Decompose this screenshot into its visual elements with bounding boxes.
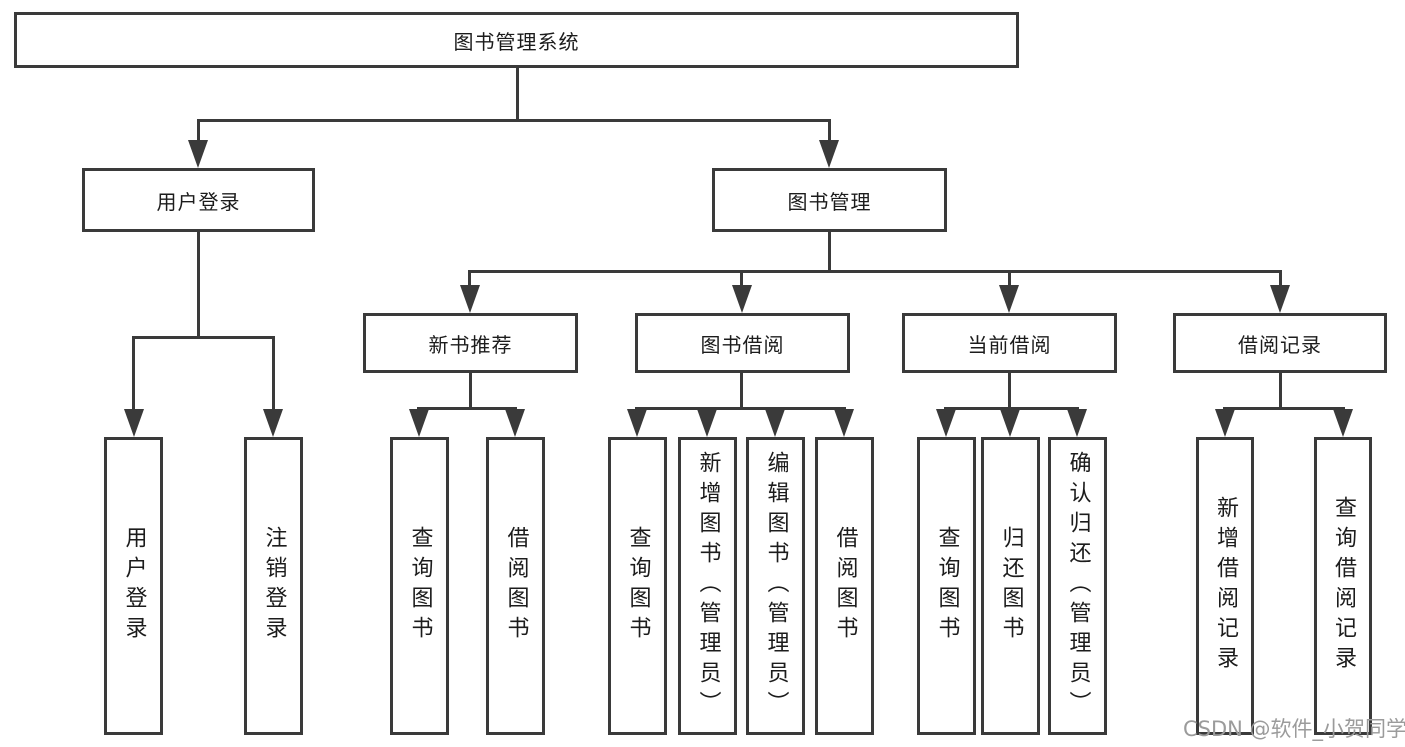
leaf-label: 借阅图书 [503,526,529,646]
leaf-edit-books-admin: 编辑图书（管理员） [746,437,805,735]
connector-drop-new-book [468,270,471,288]
arrowhead-down-icon [124,409,144,437]
node-user-login: 用户登录 [82,168,315,232]
node-label: 图书管理 [787,189,872,214]
arrowhead-down-icon [819,140,839,168]
node-current-borrowing: 当前借阅 [902,313,1117,373]
leaf-query-books: 查询图书 [390,437,449,735]
arrowhead-down-icon [936,409,956,437]
node-label: 用户登录 [156,189,241,214]
arrowhead-down-icon [1000,409,1020,437]
leaf-label: 确认归还（管理员） [1065,451,1091,721]
connector-drop-borrow-records [1279,270,1282,288]
arrowhead-down-icon [460,285,480,313]
connector-drop-current-borrow [1008,270,1011,288]
leaf-query-books: 查询图书 [608,437,667,735]
arrowhead-down-icon [505,409,525,437]
node-borrowing-records: 借阅记录 [1173,313,1387,373]
leaf-add-borrow-record: 新增借阅记录 [1196,437,1254,735]
arrowhead-down-icon [188,140,208,168]
arrowhead-down-icon [999,285,1019,313]
connector-drop-user-login [197,119,200,143]
node-book-management: 图书管理 [712,168,947,232]
connector-bookborrow-bar [635,407,846,410]
connector-currentborrow-trunk [1008,371,1011,410]
connector-root-trunk [516,65,519,121]
leaf-user-login: 用户登录 [104,437,163,735]
leaf-return-books: 归还图书 [981,437,1040,735]
connector-records-trunk [1279,371,1282,410]
leaf-confirm-return-admin: 确认归还（管理员） [1048,437,1107,735]
node-label: 新书推荐 [428,332,513,357]
node-label: 当前借阅 [967,332,1052,357]
node-book-management-system: 图书管理系统 [14,12,1019,68]
arrowhead-down-icon [732,285,752,313]
connector-drop-book-management [828,119,831,143]
csdn-watermark: CSDN @软件_小贺同学 [1183,717,1405,741]
arrowhead-down-icon [697,409,717,437]
node-label: 图书借阅 [700,332,785,357]
connector-userlogin-trunk [197,230,200,339]
leaf-label: 归还图书 [998,526,1024,646]
arrowhead-down-icon [263,409,283,437]
connector-drop-book-borrow [740,270,743,288]
connector-newbook-trunk [469,371,472,410]
leaf-borrow-books: 借阅图书 [815,437,874,735]
connector-drop-login-leaf [132,336,135,412]
leaf-label: 用户登录 [121,526,147,646]
arrowhead-down-icon [834,409,854,437]
node-label: 借阅记录 [1238,332,1322,357]
arrowhead-down-icon [409,409,429,437]
leaf-query-books: 查询图书 [917,437,976,735]
connector-records-bar [1223,407,1345,410]
leaf-label: 新增图书（管理员） [695,451,721,721]
leaf-logout: 注销登录 [244,437,303,735]
connector-drop-logout-leaf [272,336,275,412]
connector-bookborrow-trunk [740,371,743,410]
arrowhead-down-icon [627,409,647,437]
leaf-label: 编辑图书（管理员） [763,451,789,721]
leaf-label: 查询图书 [934,526,960,646]
connector-bookmgmt-trunk [828,230,831,273]
node-label: 图书管理系统 [453,29,580,54]
leaf-borrow-books: 借阅图书 [486,437,545,735]
node-book-borrowing: 图书借阅 [635,313,850,373]
connector-level3-bar [468,270,1282,273]
leaf-label: 注销登录 [261,526,287,646]
arrowhead-down-icon [1215,409,1235,437]
leaf-add-books-admin: 新增图书（管理员） [678,437,737,735]
leaf-label: 新增借阅记录 [1213,496,1238,676]
arrowhead-down-icon [765,409,785,437]
leaf-label: 借阅图书 [832,526,858,646]
leaf-label: 查询借阅记录 [1331,496,1356,676]
arrowhead-down-icon [1333,409,1353,437]
connector-root-bar [197,119,831,122]
connector-userlogin-bar [132,336,275,339]
node-new-book-recommendation: 新书推荐 [363,313,578,373]
leaf-label: 查询图书 [407,526,433,646]
arrowhead-down-icon [1067,409,1087,437]
arrowhead-down-icon [1270,285,1290,313]
leaf-label: 查询图书 [625,526,651,646]
leaf-query-borrow-record: 查询借阅记录 [1314,437,1372,735]
connector-currentborrow-bar [944,407,1079,410]
connector-newbook-bar [417,407,517,410]
